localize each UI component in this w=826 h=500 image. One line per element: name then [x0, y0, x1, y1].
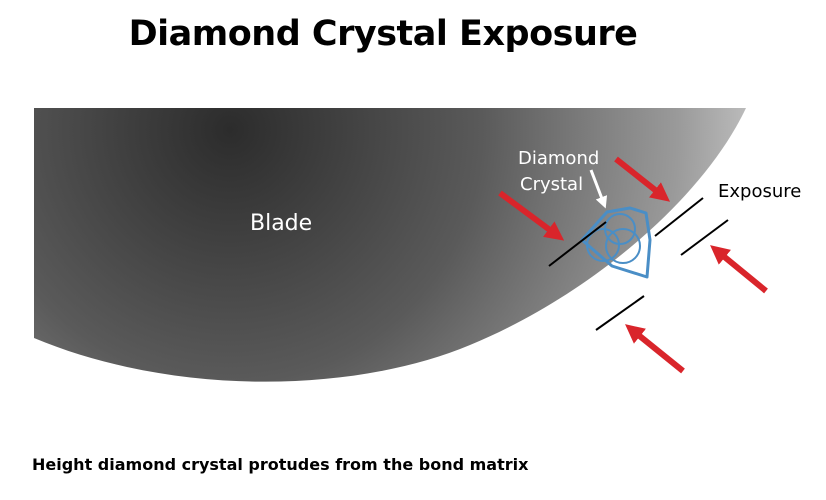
red-arrows	[498, 156, 768, 374]
measure-line-bond-surface	[548, 221, 607, 267]
crystal-facet-left	[586, 228, 620, 262]
diagram-caption: Height diamond crystal protudes from the…	[32, 455, 529, 474]
red-arrow-bottom	[625, 324, 685, 374]
diamond-crystal-label: Diamond Crystal	[518, 148, 605, 195]
crystal-outline	[580, 206, 652, 279]
exposure-measure-lines	[548, 197, 729, 331]
measure-line-right	[680, 219, 729, 256]
exposure-label: Exposure	[718, 181, 801, 202]
red-arrow-top	[614, 156, 671, 202]
diamond-pointer-arrow	[589, 169, 608, 209]
red-arrow-left	[498, 190, 565, 241]
blade-label: Blade	[250, 211, 312, 236]
diamond-label-line1: Diamond	[518, 148, 599, 169]
red-arrow-right	[710, 245, 768, 294]
diamond-label-line2: Crystal	[520, 174, 583, 195]
measure-line-crystal-top	[654, 197, 704, 237]
crystal-facet-right	[605, 228, 641, 264]
crystal-facet-top	[604, 213, 636, 245]
diagram-title: Diamond Crystal Exposure	[128, 14, 638, 54]
blade-shape	[34, 108, 746, 382]
measure-line-lower	[595, 295, 645, 331]
diamond-crystal	[580, 206, 652, 279]
